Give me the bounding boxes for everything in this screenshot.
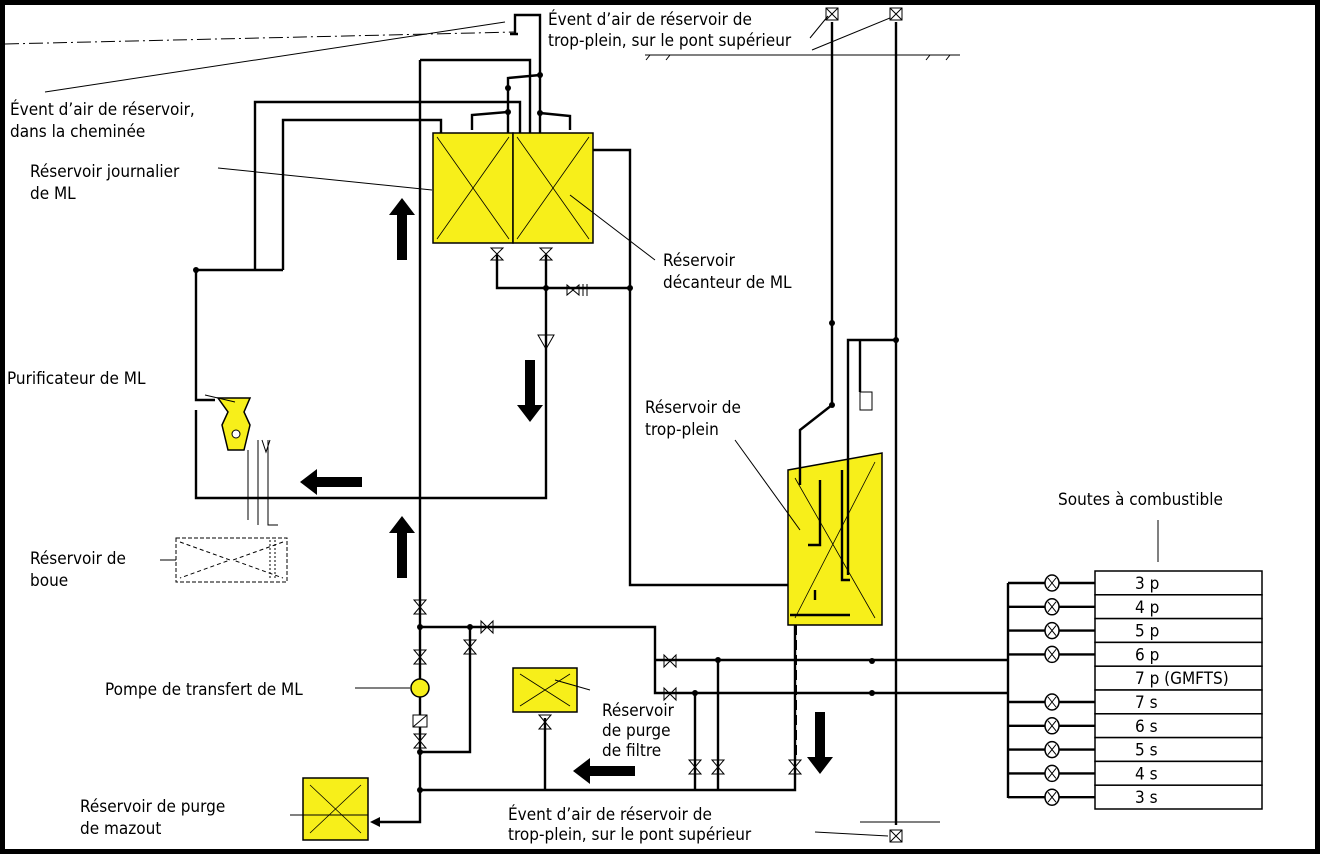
label-fuel-drain-tank: Réservoir de purge [80, 797, 225, 817]
bunker-valve-icon[interactable] [1044, 717, 1060, 735]
sludge-tank [175, 537, 288, 583]
bunker-valve-icon[interactable] [1044, 621, 1060, 640]
label-vent-overflow-top: trop-plein, sur le pont supérieur [548, 31, 792, 51]
bunker-label: 5 s [1135, 741, 1158, 761]
transfer-pump [410, 678, 430, 728]
top-vent-pipe [510, 13, 542, 75]
bunker-row: 6 s [1008, 713, 1263, 739]
bunker-cell [1094, 689, 1263, 715]
bunker-label: 3 s [1135, 788, 1158, 808]
overflow-tank [787, 452, 883, 626]
bunker-label: 3 p [1135, 574, 1159, 594]
arrow-up [389, 516, 415, 578]
bunker-row: 4 s [1008, 760, 1263, 786]
label-vent-overflow-bottom: Évent d’air de réservoir de [508, 803, 712, 825]
bunker-cell [1094, 594, 1263, 620]
label-vent-funnel: Évent d’air de réservoir, [10, 98, 195, 120]
strainer [537, 334, 555, 351]
bunker-table: 3 p 4 p 5 p 6 p 7 p (GMFTS) 7 s 6 s 5 s 4 s 3 s [1008, 570, 1263, 810]
label-settling-tank: décanteur de ML [663, 273, 792, 293]
bunker-valve-icon[interactable] [1044, 693, 1060, 711]
daily-tank [432, 132, 514, 244]
bunker-label: 6 p [1135, 645, 1159, 665]
bunker-cell [1094, 617, 1263, 644]
label-overflow-tank: Réservoir de [645, 398, 741, 418]
bunker-cell [1094, 736, 1263, 763]
bunker-valve-icon[interactable] [1044, 574, 1060, 592]
bunker-valve-icon[interactable] [1044, 764, 1060, 783]
label-daily-tank: de ML [30, 184, 76, 204]
purifier-loop [194, 148, 790, 587]
bunker-cell [1094, 641, 1263, 667]
bunker-row: 5 s [1008, 736, 1263, 763]
label-purifier: Purificateur de ML [7, 369, 146, 389]
arrow-down [807, 712, 833, 774]
bunker-label: 5 p [1135, 622, 1159, 642]
transfer-piping [420, 625, 1008, 792]
bunker-cell [1094, 570, 1263, 596]
arrow-left [300, 469, 362, 495]
bunker-row: 5 p [1008, 617, 1263, 644]
sight-glass [859, 391, 873, 411]
bunker-cell [1094, 713, 1263, 739]
label-filter-drain-tank: de purge [602, 721, 671, 741]
bunker-row: 6 p [1008, 641, 1263, 667]
label-vent-overflow-bottom: trop-plein, sur le pont supérieur [508, 825, 752, 845]
tank-vent-piping [420, 58, 572, 133]
bunker-row: 4 p [1008, 594, 1263, 620]
filter-drain-tank [512, 667, 578, 713]
bunker-label: 6 s [1135, 717, 1158, 737]
bunker-valve-icon[interactable] [1044, 788, 1060, 806]
funnel-line [4, 31, 516, 45]
upper-deck-hatch [645, 54, 951, 61]
bunker-row: 7 s [1008, 689, 1263, 715]
label-vent-overflow-top: Évent d’air de réservoir de [548, 8, 752, 30]
transfer-main-pipe [378, 60, 422, 824]
bunker-label: 7 s [1135, 693, 1158, 713]
label-daily-tank: Réservoir journalier [30, 162, 180, 182]
bunker-label: 7 p (GMFTS) [1135, 669, 1229, 689]
label-filter-drain-tank: de filtre [602, 741, 661, 761]
label-fuel-drain-tank: de mazout [80, 819, 161, 839]
drain-valve [489, 247, 588, 297]
label-vent-funnel: dans la cheminée [10, 122, 145, 142]
bunker-valve-icon[interactable] [1044, 645, 1060, 664]
arrow-left [573, 758, 635, 784]
bunker-row: 3 s [1008, 784, 1263, 810]
vent-head-icon [825, 7, 903, 843]
bunker-label: 4 p [1135, 598, 1159, 618]
settling-tank [512, 132, 594, 244]
arrow-down [517, 360, 543, 422]
label-transfer-pump: Pompe de transfert de ML [105, 680, 303, 700]
purifier [195, 397, 278, 526]
bunker-valve-icon[interactable] [1044, 598, 1060, 616]
label-sludge-tank: boue [30, 571, 68, 591]
label-fuel-bunkers: Soutes à combustible [1058, 490, 1223, 510]
funnel-vent-leader [44, 21, 506, 93]
arrow-up [389, 198, 415, 260]
fuel-drain-tank [302, 777, 369, 841]
label-settling-tank: Réservoir [663, 251, 736, 271]
leader-lines [160, 15, 891, 837]
bunker-valve-icon[interactable] [1044, 740, 1060, 759]
flow-arrowhead [370, 817, 380, 827]
overflow-vent-pipes [790, 22, 898, 825]
bunker-cell [1094, 784, 1263, 810]
bunker-cell [1094, 760, 1263, 786]
bunker-row: 3 p [1008, 570, 1263, 596]
purifier-return-lines [196, 100, 522, 272]
bunker-row: 7 p (GMFTS) [1094, 665, 1263, 691]
valve [412, 599, 803, 775]
label-overflow-tank: trop-plein [645, 420, 719, 440]
label-sludge-tank: Réservoir de [30, 549, 126, 569]
label-filter-drain-tank: Réservoir [602, 701, 675, 721]
bunker-label: 4 s [1135, 764, 1158, 784]
